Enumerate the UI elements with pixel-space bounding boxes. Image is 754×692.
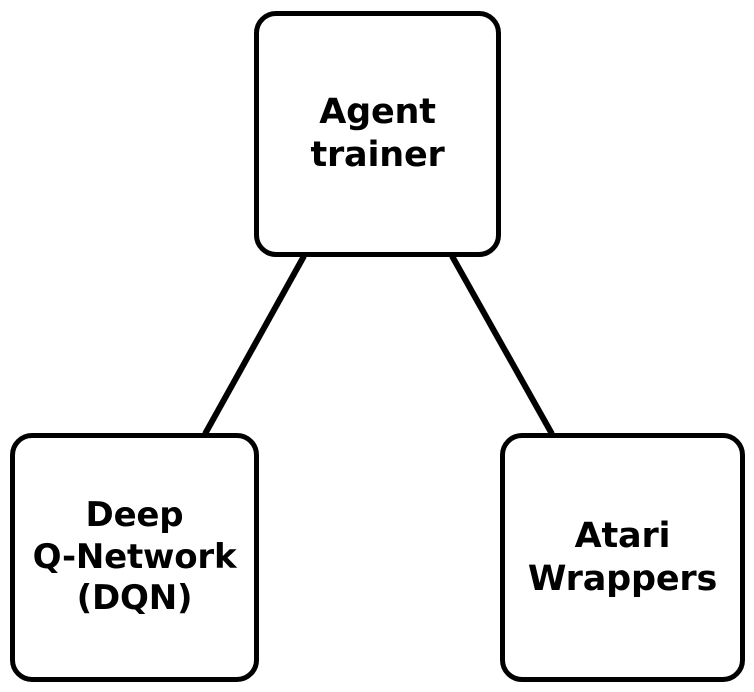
node-atari-wrappers[interactable]: Atari Wrappers [500,433,745,682]
edge-agent-trainer-to-atari-wrappers [449,254,555,436]
node-agent-trainer[interactable]: Agent trainer [254,11,501,257]
node-deep-q-network-label: Deep Q-Network (DQN) [32,495,237,619]
node-atari-wrappers-label: Atari Wrappers [527,515,718,599]
node-agent-trainer-label: Agent trainer [310,92,445,175]
node-deep-q-network[interactable]: Deep Q-Network (DQN) [10,433,259,682]
edge-agent-trainer-to-dqn [202,254,307,436]
